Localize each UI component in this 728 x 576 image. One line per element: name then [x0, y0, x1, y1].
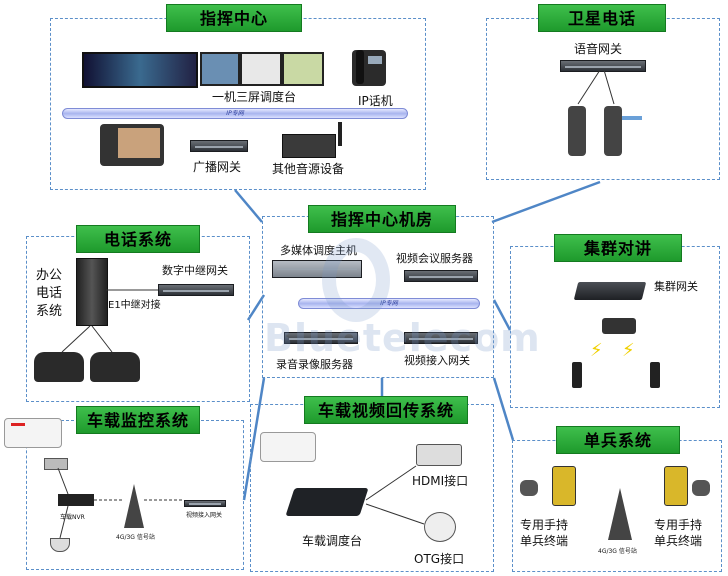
- otg-label: OTG接口: [414, 552, 465, 566]
- soldier-camera-icon: [692, 480, 710, 496]
- command-center-title: 指挥中心: [166, 4, 302, 32]
- audio-device-icon: [282, 134, 336, 158]
- vehicle-monitor-title: 车载监控系统: [76, 406, 200, 434]
- signal-tower-icon: [124, 484, 144, 528]
- lightning-icon: ⚡: [590, 340, 603, 361]
- satellite-phone-icon: [568, 106, 586, 156]
- terminal-right-label-2: 单兵终端: [654, 534, 703, 548]
- hdmi-camera-icon: [416, 444, 462, 466]
- vehicle-video-title: 车载视频回传系统: [304, 396, 468, 424]
- trunking-gateway-label: 集群网关: [654, 280, 698, 293]
- satellite-title: 卫星电话: [538, 4, 666, 32]
- video-gateway-icon: [404, 332, 478, 344]
- microphone-icon: [338, 122, 342, 146]
- otg-camera-icon: [424, 512, 456, 542]
- conference-server-icon: [404, 270, 478, 282]
- radio-base-icon: [602, 318, 636, 334]
- vm-station-label: 4G/3G 信号站: [116, 534, 155, 541]
- e1-trunk-label: E1中继对接: [108, 300, 161, 311]
- recording-server-icon: [284, 332, 358, 344]
- soldier-camera-icon: [520, 480, 538, 496]
- voice-gateway-label: 语音网关: [574, 42, 623, 56]
- ip-network-label: IP专网: [226, 110, 244, 117]
- antenna-icon: [622, 116, 642, 120]
- vm-video-gateway-label: 视频接入网关: [186, 512, 223, 519]
- soldier-station-label: 4G/3G 信号站: [598, 548, 637, 555]
- recording-server-label: 录音录像服务器: [276, 358, 353, 371]
- nvr-icon: [58, 494, 94, 506]
- ip-network-bus: IP专网: [62, 108, 408, 119]
- lightning-icon: ⚡: [622, 340, 635, 361]
- pbx-cabinet-icon: [76, 258, 108, 326]
- office-label-2: 电话: [36, 286, 63, 301]
- terminal-right-label-1: 专用手持: [654, 518, 703, 532]
- other-audio-label: 其他音源设备: [272, 162, 345, 176]
- camera-icon: [44, 458, 68, 470]
- watermark-text: Bluetelecom: [264, 316, 541, 360]
- nvr-label: 车载NVR: [60, 514, 85, 521]
- hdmi-label: HDMI接口: [412, 474, 469, 488]
- office-label-3: 系统: [36, 304, 63, 319]
- desk-phone-icon: [90, 352, 140, 382]
- soldier-terminal-icon: [552, 466, 576, 506]
- console-label: 一机三屏调度台: [212, 90, 297, 104]
- phone-system-title: 电话系统: [76, 225, 200, 253]
- vm-video-gateway-icon: [184, 500, 226, 507]
- soldier-terminal-icon: [664, 466, 688, 506]
- terminal-left-label-1: 专用手持: [520, 518, 569, 532]
- office-label-1: 办公: [36, 268, 63, 283]
- video-phone-icon: [100, 124, 164, 166]
- video-gateway-label: 视频接入网关: [404, 354, 470, 367]
- machine-room-ip-bus: IP专网: [298, 298, 480, 309]
- ip-phone-label: IP话机: [358, 94, 393, 108]
- conference-server-label: 视频会议服务器: [396, 252, 473, 265]
- ip-phone-icon: [352, 50, 386, 86]
- terminal-left-label-2: 单兵终端: [520, 534, 569, 548]
- desk-phone-icon: [34, 352, 84, 382]
- trunk-gateway-icon: [158, 284, 234, 296]
- ambulance-icon: [4, 418, 62, 448]
- trunking-title: 集群对讲: [554, 234, 682, 262]
- broadcast-gateway-label: 广播网关: [193, 160, 242, 174]
- soldier-tower-icon: [608, 488, 632, 540]
- broadcast-gateway-icon: [190, 140, 248, 152]
- satellite-phone-icon: [604, 106, 622, 156]
- walkie-talkie-icon: [572, 362, 582, 388]
- machine-room-ip-label: IP专网: [380, 300, 398, 307]
- vv-ambulance-icon: [260, 432, 316, 462]
- voice-gateway-icon: [560, 60, 646, 72]
- trunk-gateway-label: 数字中继网关: [162, 264, 228, 277]
- soldier-title: 单兵系统: [556, 426, 680, 454]
- machine-room-title: 指挥中心机房: [308, 205, 456, 233]
- console-screens-icon: [82, 52, 324, 88]
- dome-camera-icon: [50, 538, 70, 552]
- vehicle-console-label: 车载调度台: [302, 534, 363, 548]
- walkie-talkie-icon: [650, 362, 660, 388]
